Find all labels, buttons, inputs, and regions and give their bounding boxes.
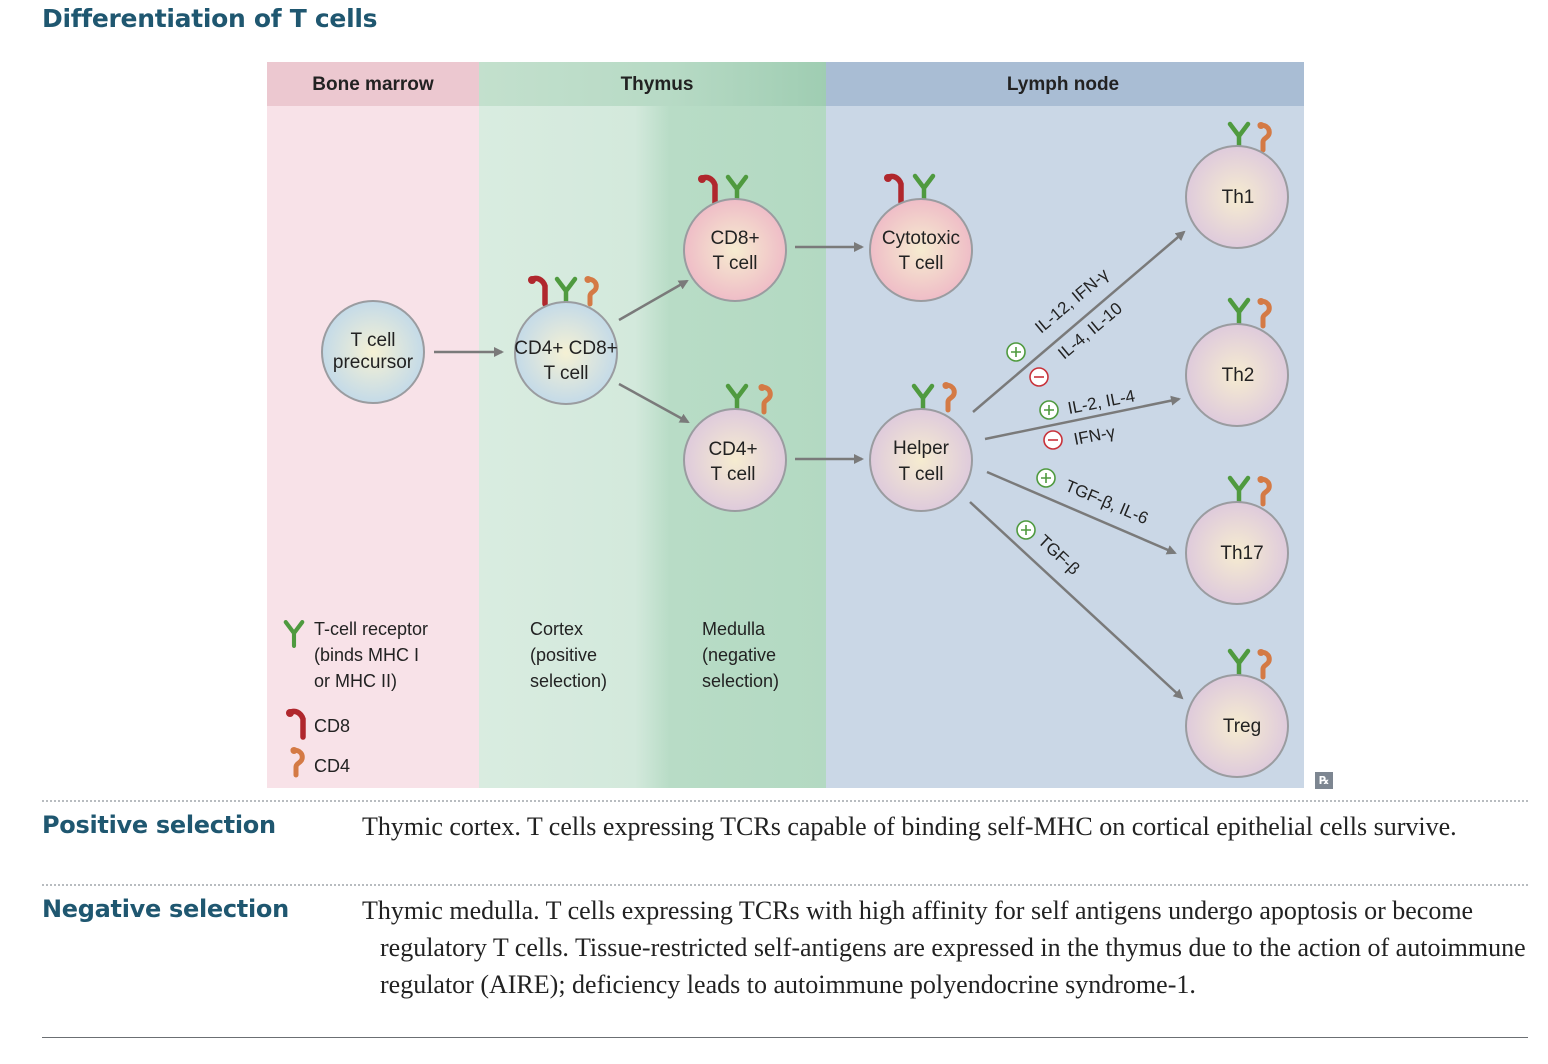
plus-icon	[1006, 342, 1026, 362]
term-negative-selection: Negative selection	[42, 895, 289, 923]
arrow-dp-to-cd4	[618, 382, 690, 424]
bone-marrow-zone	[267, 62, 479, 788]
zone-label-lymph-node: Lymph node	[1007, 74, 1119, 95]
cell-label: T cell	[898, 253, 943, 274]
arrow-helper-to-th17	[986, 470, 1177, 555]
cell-label: CD8+	[710, 228, 759, 249]
cortex-label: selection)	[530, 671, 607, 691]
cd4-cd8-double-positive-cell	[514, 301, 618, 405]
t-cell-differentiation-diagram: Bone marrow Thymus Lymph node	[267, 62, 1304, 788]
divider	[42, 800, 1528, 802]
th1-cell	[1185, 145, 1289, 249]
cell-label: Th17	[1220, 543, 1263, 564]
th17-cell	[1185, 501, 1289, 605]
cell-label: T cell	[543, 363, 588, 384]
arrow-helper-to-th1	[972, 230, 1186, 413]
medulla-label: (negative	[702, 645, 776, 665]
cortex-label: Cortex	[530, 619, 583, 639]
plus-icon	[1036, 468, 1056, 488]
legend: T-cell receptor (binds MHC I or MHC II) …	[286, 619, 428, 776]
zone-label-bone-marrow: Bone marrow	[312, 74, 434, 95]
minus-icon	[1029, 367, 1049, 387]
medulla-label: Medulla	[702, 619, 766, 639]
cell-label: T cell	[710, 464, 755, 485]
plus-icon	[1016, 520, 1036, 540]
zone-label-thymus: Thymus	[621, 74, 694, 95]
legend-tcr-label: or MHC II)	[314, 671, 397, 691]
cell-label: Treg	[1223, 716, 1261, 737]
arrow-helper-to-th2	[984, 395, 1181, 441]
divider	[42, 884, 1528, 886]
rx-badge-icon: ℞	[1315, 772, 1333, 789]
cell-label: T cell	[898, 464, 943, 485]
term-positive-selection: Positive selection	[42, 811, 276, 839]
bottom-rule	[42, 1037, 1528, 1038]
medulla-label: selection)	[702, 671, 779, 691]
cell-label: Cytotoxic	[882, 228, 960, 249]
cell-label: T cell	[350, 330, 395, 351]
cell-label: T cell	[712, 253, 757, 274]
treg-cell	[1185, 674, 1289, 778]
page-title: Differentiation of T cells	[42, 4, 378, 33]
t-cell-precursor	[321, 300, 425, 404]
cell-label: CD4+	[708, 439, 757, 460]
legend-tcr-label: T-cell receptor	[314, 619, 428, 639]
arrow-dp-to-cd8	[618, 279, 689, 322]
cd8-t-cell	[683, 198, 787, 302]
legend-cd4-label: CD4	[314, 756, 350, 776]
minus-icon	[1043, 430, 1063, 450]
cell-label: Th2	[1222, 365, 1255, 386]
th2-cell	[1185, 323, 1289, 427]
legend-cd8-label: CD8	[314, 716, 350, 736]
plus-icon	[1039, 400, 1059, 420]
cortex-label: (positive	[530, 645, 597, 665]
cd4-t-cell	[683, 408, 787, 512]
definition-positive-selection: Thymic cortex. T cells expressing TCRs c…	[362, 812, 1457, 841]
helper-t-cell	[869, 408, 973, 512]
definition-negative-selection: Thymic medulla. T cells expressing TCRs …	[362, 896, 1526, 999]
cytotoxic-t-cell	[869, 198, 973, 302]
arrow-helper-to-treg	[969, 501, 1184, 700]
cell-label: Th1	[1222, 187, 1255, 208]
cell-label: precursor	[333, 352, 414, 373]
cell-label: Helper	[893, 438, 950, 459]
legend-tcr-label: (binds MHC I	[314, 645, 419, 665]
arrows	[434, 230, 1186, 700]
cell-label: CD4+ CD8+	[514, 338, 618, 359]
